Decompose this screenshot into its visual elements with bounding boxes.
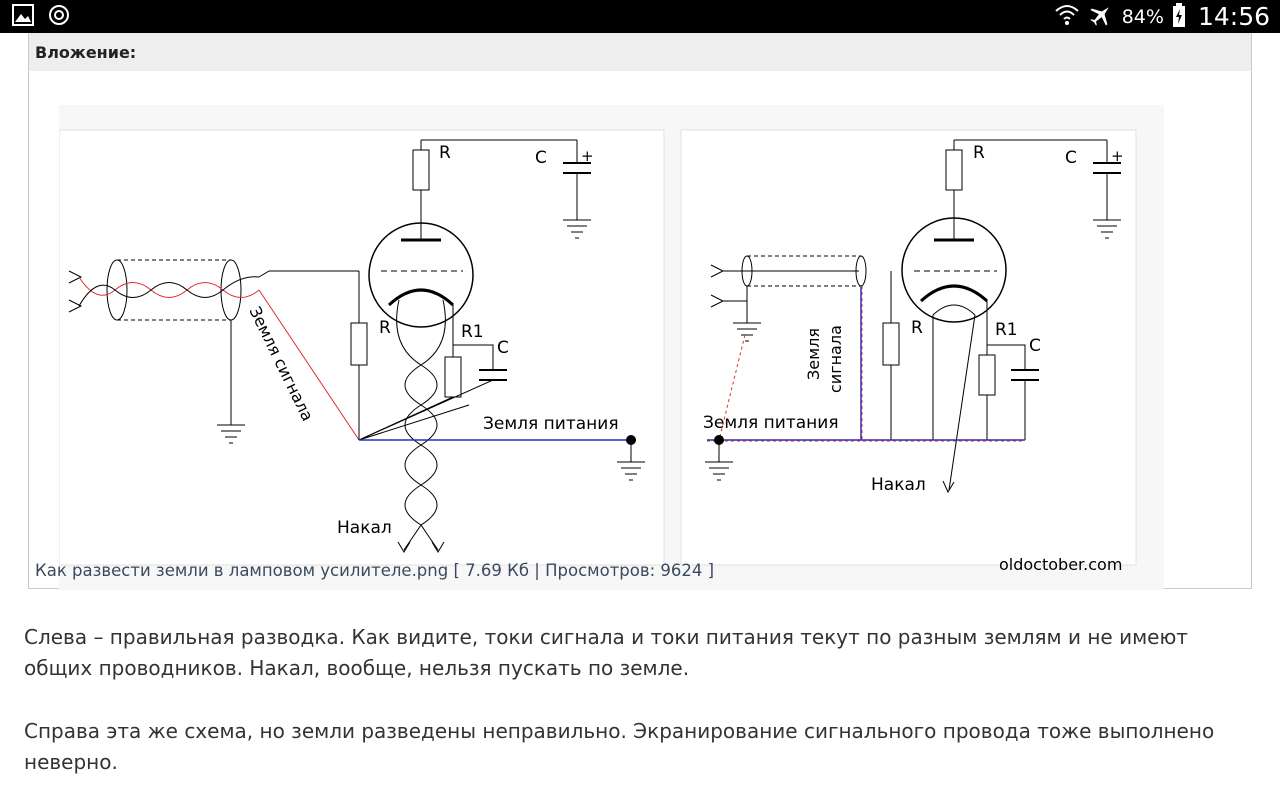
ground-symbol-1: [217, 424, 245, 444]
caption-open-bracket: [: [453, 561, 460, 580]
ground-symbol-3: [617, 461, 645, 481]
attachment-filename-link[interactable]: Как развести земли в ламповом усилителе.…: [35, 561, 449, 580]
label-power-ground-r: Земля питания: [703, 413, 839, 433]
attachment-header: Вложение:: [29, 33, 1251, 71]
label-r-grid: R: [379, 318, 391, 338]
attachment-size: 7.69 Кб: [465, 561, 530, 580]
caption-separator: |: [534, 561, 540, 580]
clock: 14:56: [1197, 2, 1270, 31]
target-icon: [48, 4, 70, 30]
status-bar: 84% 14:56: [0, 0, 1280, 33]
signal-ground-dashed-r: [718, 334, 746, 441]
label-r1-r: R1: [995, 320, 1018, 340]
label-c-anode: C: [535, 148, 547, 168]
right-schematic: Земля сигнала R C +: [680, 129, 1137, 574]
caption-close-bracket: ]: [707, 561, 715, 580]
attachment-views: Просмотров: 9624: [545, 561, 703, 580]
label-heater: Накал: [337, 518, 392, 538]
label-signal-ground-2: сигнала: [826, 325, 845, 393]
attachment-image[interactable]: Земля сигнала R C +: [58, 105, 1164, 590]
left-schematic: Земля сигнала R C +: [58, 129, 665, 566]
heater-wire-2: [404, 299, 446, 551]
airplane-mode-icon: [1088, 2, 1114, 32]
label-c-anode-r: C: [1065, 148, 1077, 168]
grid-resistor: [350, 322, 368, 366]
tube-heater-r: [932, 304, 976, 316]
tube-cathode: [387, 288, 455, 307]
twisted-signal-red: [78, 276, 260, 298]
battery-charging-icon: [1172, 2, 1186, 31]
label-power-ground: Земля питания: [483, 414, 619, 434]
ground-symbol-r3: [705, 461, 733, 481]
schematic-diagram: Земля сигнала R C +: [58, 129, 1137, 574]
battery-percent: 84%: [1121, 5, 1164, 28]
cathode-cap-wire-r: [987, 344, 1026, 440]
twisted-signal-black: [78, 276, 260, 307]
cathode-resistor-r: [978, 354, 996, 396]
anode-resistor-r: [945, 149, 963, 191]
label-c-cathode-r: C: [1029, 336, 1041, 356]
signal-ground-wire: [258, 289, 360, 441]
attachment-caption: Как развести земли в ламповом усилителе.…: [35, 561, 714, 580]
label-plus: +: [581, 147, 594, 165]
grid-resistor-r: [882, 322, 900, 366]
gallery-icon: [12, 4, 34, 30]
cathode-cap-wire: [453, 344, 494, 370]
label-r-anode-r: R: [973, 143, 985, 163]
label-c-cathode: C: [497, 338, 509, 358]
attachment-box: Вложение: Зем: [28, 33, 1252, 590]
paragraph-1: Слева – правильная разводка. Как видите,…: [24, 625, 1188, 680]
wifi-icon: [1054, 3, 1080, 31]
label-r1: R1: [461, 322, 484, 342]
ground-symbol-r1: [733, 322, 761, 342]
ground-symbol-2: [563, 219, 591, 239]
label-heater-r: Накал: [871, 475, 926, 495]
star-ground-wires: [358, 379, 494, 441]
heater-wire-r: [948, 314, 976, 491]
tube-cathode-r: [919, 284, 989, 303]
right-panel-bg: [680, 129, 1137, 566]
ground-symbol-r2: [1093, 219, 1121, 239]
watermark: oldoctober.com: [999, 555, 1122, 574]
grid-wire: [258, 270, 359, 278]
attachment-title: Вложение:: [35, 43, 137, 62]
heater-arrow-r: [942, 480, 955, 494]
cathode-resistor: [444, 356, 462, 398]
paragraph-2: Справа эта же схема, но земли разведены …: [24, 719, 1215, 774]
input-terminals: [68, 270, 83, 313]
label-r-grid-r: R: [911, 318, 923, 338]
heater-wire-1: [396, 299, 438, 551]
heater-arrows: [397, 541, 445, 553]
label-plus-r: +: [1111, 147, 1124, 165]
anode-resistor: [412, 149, 430, 191]
label-r-anode: R: [439, 143, 451, 163]
label-signal-ground-1: Земля: [804, 328, 823, 380]
